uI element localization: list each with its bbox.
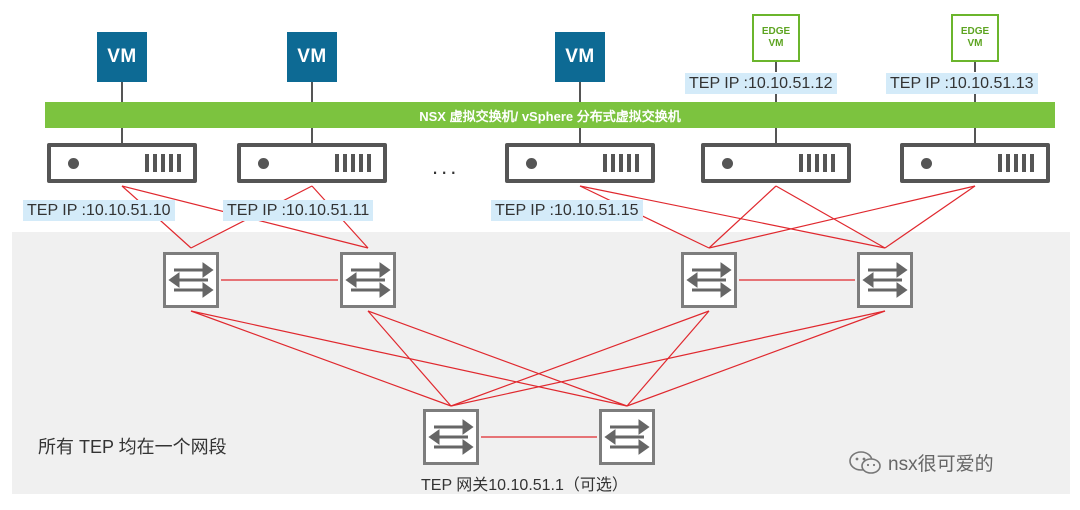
switch-arrows-icon <box>428 419 474 455</box>
edge-vm-box[interactable]: EDGE VM <box>752 14 800 62</box>
leaf-switch[interactable] <box>681 252 737 308</box>
switch-arrows-icon <box>168 262 214 298</box>
edge-tep-label: TEP IP :10.10.51.12 <box>685 73 837 94</box>
drive-bays-icon <box>603 154 639 172</box>
drive-bays-icon <box>335 154 371 172</box>
leaf-switch[interactable] <box>857 252 913 308</box>
segment-caption: 所有 TEP 均在一个网段 <box>38 437 227 457</box>
host-tep-label: TEP IP :10.10.51.11 <box>223 200 374 221</box>
edge-tep-label: TEP IP :10.10.51.13 <box>886 73 1038 94</box>
edge-label: EDGE <box>960 26 990 37</box>
host-server[interactable] <box>237 143 387 183</box>
more-hosts-ellipsis: ... <box>432 154 460 179</box>
chat-bubble-icon <box>849 450 881 474</box>
switch-arrows-icon <box>686 262 732 298</box>
watermark-text: nsx很可爱的 <box>888 454 994 475</box>
leaf-switch[interactable] <box>163 252 219 308</box>
power-led-icon <box>921 158 932 169</box>
edge-sublabel: VM <box>967 38 983 49</box>
spine-switch[interactable] <box>423 409 479 465</box>
host-server[interactable] <box>701 143 851 183</box>
edge-vm-box[interactable]: EDGE VM <box>951 14 999 62</box>
switch-arrows-icon <box>345 262 391 298</box>
leaf-switch[interactable] <box>340 252 396 308</box>
switch-arrows-icon <box>604 419 650 455</box>
vm-box[interactable]: VM <box>287 32 337 82</box>
power-led-icon <box>258 158 269 169</box>
drive-bays-icon <box>998 154 1034 172</box>
gateway-label: TEP 网关10.10.51.1（可选） <box>421 477 628 494</box>
edge-label: EDGE <box>761 26 791 37</box>
drive-bays-icon <box>799 154 835 172</box>
power-led-icon <box>68 158 79 169</box>
host-server[interactable] <box>47 143 197 183</box>
virtual-switch-bar: NSX 虚拟交换机/ vSphere 分布式虚拟交换机 <box>45 102 1055 128</box>
edge-sublabel: VM <box>768 38 784 49</box>
host-server[interactable] <box>505 143 655 183</box>
spine-switch[interactable] <box>599 409 655 465</box>
vm-box[interactable]: VM <box>555 32 605 82</box>
switch-arrows-icon <box>862 262 908 298</box>
power-led-icon <box>526 158 537 169</box>
watermark: nsx很可爱的 <box>848 449 994 476</box>
host-server[interactable] <box>900 143 1050 183</box>
vm-box[interactable]: VM <box>97 32 147 82</box>
power-led-icon <box>722 158 733 169</box>
drive-bays-icon <box>145 154 181 172</box>
host-tep-label: TEP IP :10.10.51.15 <box>491 200 643 221</box>
host-tep-label: TEP IP :10.10.51.10 <box>23 200 175 221</box>
